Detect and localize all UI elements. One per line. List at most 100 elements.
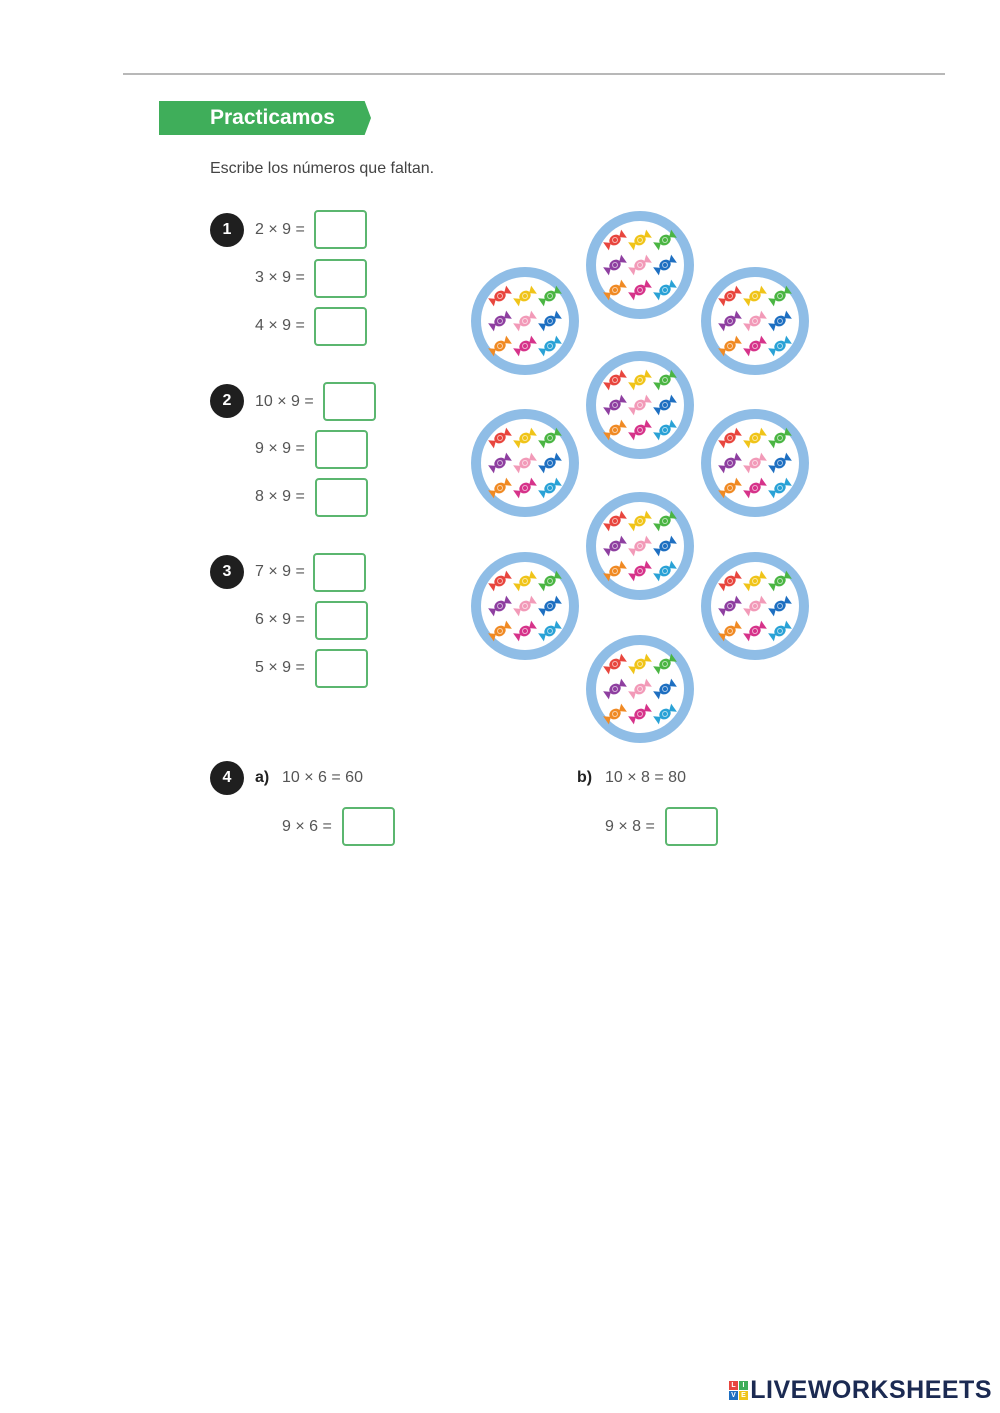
exercise-expression: 4 × 9 = [255,317,305,334]
exercise-number-badge: 3 [210,555,244,589]
candy-icon [628,254,652,276]
candy-icon [768,477,792,499]
candy-icon [603,535,627,557]
candy-icon [768,285,792,307]
candy-icon [653,369,677,391]
candy-icon [743,595,767,617]
candy-icon [603,703,627,725]
candy-icon [653,535,677,557]
answer-box[interactable] [314,259,367,298]
candy-icon [513,477,537,499]
candy-icon [488,427,512,449]
candy-icon [768,310,792,332]
exercise-expression: 10 × 9 = [255,393,314,410]
candy-icon [603,394,627,416]
candy-icon [628,229,652,251]
exercise-number-badge: 4 [210,761,244,795]
candy-icon [538,477,562,499]
candy-icon [488,595,512,617]
candy-icon [628,535,652,557]
candy-icon [628,703,652,725]
candy-icon [718,427,742,449]
candy-icon [488,285,512,307]
candy-icon [653,560,677,582]
logo-mark-icon: L I V E [729,1381,749,1400]
candy-icon [603,254,627,276]
answer-box[interactable] [342,807,395,846]
candy-icon [603,560,627,582]
candy-icon [513,335,537,357]
candy-icon [603,369,627,391]
exercise-expression: 5 × 9 = [255,659,305,676]
candy-icon [743,335,767,357]
section-title-banner: Practicamos [159,101,371,135]
candy-icon [488,310,512,332]
candy-icon [768,570,792,592]
candy-icon [718,620,742,642]
answer-box[interactable] [315,601,368,640]
candy-icon [653,653,677,675]
exercise-expression: 8 × 9 = [255,488,305,505]
candy-icon [628,394,652,416]
answer-box[interactable] [315,478,368,517]
candy-icon [513,285,537,307]
candy-icon [653,279,677,301]
candy-icon [653,678,677,700]
answer-box[interactable] [313,553,366,592]
logo-letter: E [739,1391,749,1400]
candy-plate [471,552,579,660]
instruction-text: Escribe los números que faltan. [210,160,435,177]
candy-icon [513,452,537,474]
candy-icon [538,285,562,307]
candy-icon [538,452,562,474]
candy-plate [586,635,694,743]
candy-plate [586,211,694,319]
candy-icon [718,570,742,592]
candy-icon [768,620,792,642]
candy-plate [701,552,809,660]
candy-icon [718,595,742,617]
candy-icon [743,310,767,332]
candy-icon [743,477,767,499]
exercise-expression: 7 × 9 = [255,563,305,580]
logo-letter: I [739,1381,749,1390]
candy-icon [513,427,537,449]
candy-icon [718,477,742,499]
candy-icon [743,570,767,592]
candy-plate [586,492,694,600]
candy-icon [538,427,562,449]
answer-box[interactable] [323,382,376,421]
candy-icon [653,419,677,441]
exercise-expression: 6 × 9 = [255,611,305,628]
candy-icon [488,620,512,642]
candy-icon [743,285,767,307]
answer-box[interactable] [665,807,718,846]
candy-icon [628,653,652,675]
given-fact-a: 10 × 6 = 60 [282,769,363,786]
answer-box[interactable] [315,649,368,688]
candy-icon [538,570,562,592]
candy-icon [768,452,792,474]
answer-box[interactable] [315,430,368,469]
given-fact-b: 10 × 8 = 80 [605,769,686,786]
candy-icon [603,653,627,675]
candy-icon [628,369,652,391]
candy-icon [488,452,512,474]
answer-box[interactable] [314,210,367,249]
candy-icon [538,335,562,357]
candy-icon [768,427,792,449]
candy-icon [653,229,677,251]
liveworksheets-logo: L I V E LIVEWORKSHEETS [729,1376,992,1405]
candy-icon [603,510,627,532]
logo-text: LIVEWORKSHEETS [750,1376,992,1404]
exercise-expression: 3 × 9 = [255,269,305,286]
candy-icon [628,419,652,441]
logo-letter: V [729,1391,739,1400]
candy-icon [743,620,767,642]
candy-icon [603,229,627,251]
candy-icon [718,285,742,307]
candy-plate [701,267,809,375]
exercise-number-badge: 1 [210,213,244,247]
candy-plate [471,409,579,517]
answer-box[interactable] [314,307,367,346]
